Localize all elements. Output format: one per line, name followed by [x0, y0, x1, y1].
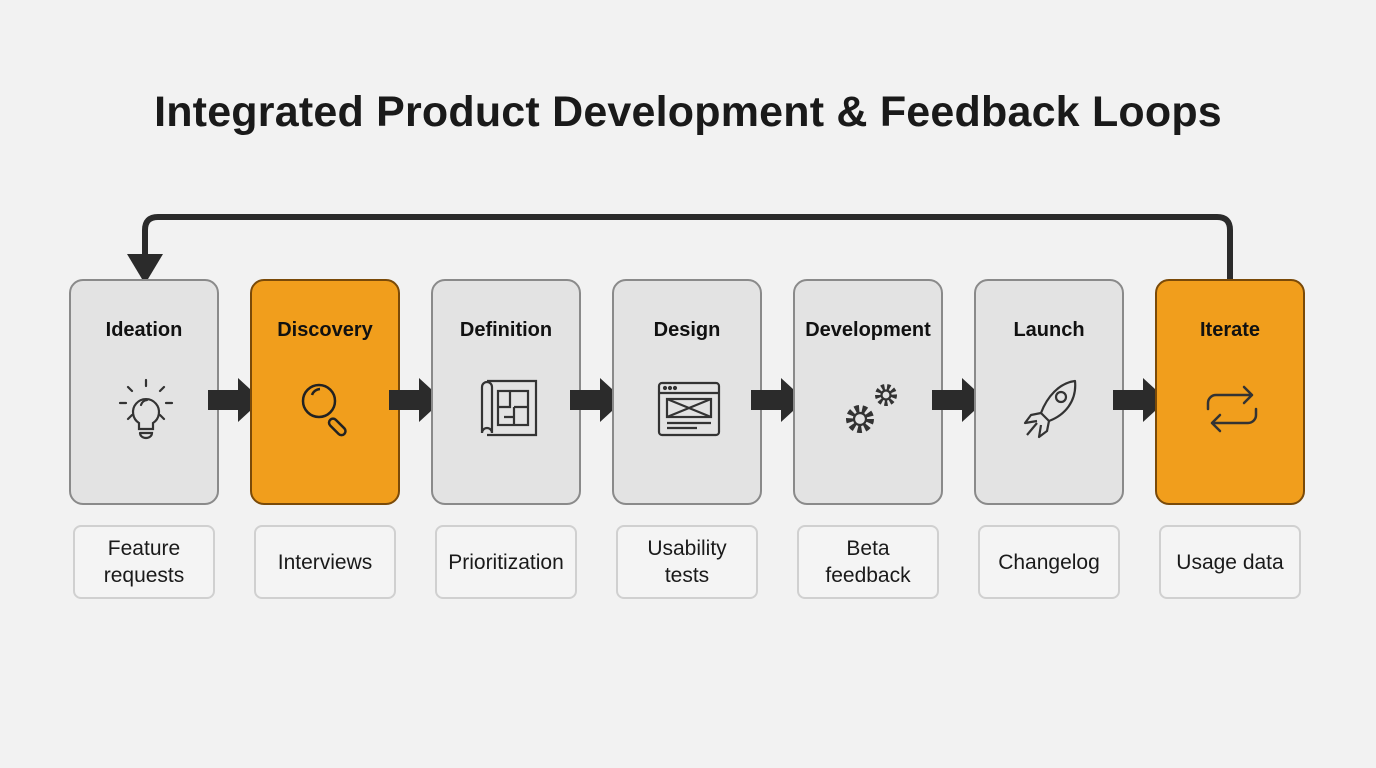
flow-arrow: [932, 378, 986, 422]
stage-card-ideation: Ideation: [69, 279, 219, 505]
stage-title: Launch: [1013, 319, 1085, 341]
stage-note: Changelog: [978, 525, 1120, 599]
stage-title: Design: [653, 319, 721, 341]
feedback-loop-arrow: [127, 214, 1233, 284]
blueprint-icon: [480, 379, 538, 437]
stage-title: Iterate: [1199, 319, 1261, 341]
stage-title: Discovery: [277, 319, 373, 341]
flow-arrow: [389, 378, 443, 422]
magnifier-icon: [301, 383, 347, 437]
page-title: Integrated Product Development & Feedbac…: [154, 88, 1222, 136]
flow-arrow: [570, 378, 624, 422]
stage-note: Interviews: [254, 525, 396, 599]
flow-arrow: [751, 378, 805, 422]
stage-card-discovery: Discovery: [250, 279, 400, 505]
cycle-icon: [1206, 385, 1258, 433]
stage-title: Ideation: [105, 319, 183, 341]
stage-card-design: Design: [612, 279, 762, 505]
stage-note: Prioritization: [435, 525, 577, 599]
stage-card-iterate: Iterate: [1155, 279, 1305, 505]
stage-title: Definition: [459, 319, 553, 341]
flow-arrow: [1113, 378, 1167, 422]
stage-note: Usage data: [1159, 525, 1301, 599]
stage-card-development: Development: [793, 279, 943, 505]
stage-note: Beta feedback: [797, 525, 939, 599]
flow-arrow: [208, 378, 262, 422]
stage-card-definition: Definition: [431, 279, 581, 505]
stage-note: Usability tests: [616, 525, 758, 599]
wireframe-icon: [657, 381, 721, 437]
lightbulb-icon: [118, 378, 174, 440]
rocket-icon: [1023, 379, 1077, 439]
stage-note: Feature requests: [73, 525, 215, 599]
stage-title: Development: [805, 319, 931, 341]
stage-card-launch: Launch: [974, 279, 1124, 505]
gears-icon: [846, 384, 897, 433]
